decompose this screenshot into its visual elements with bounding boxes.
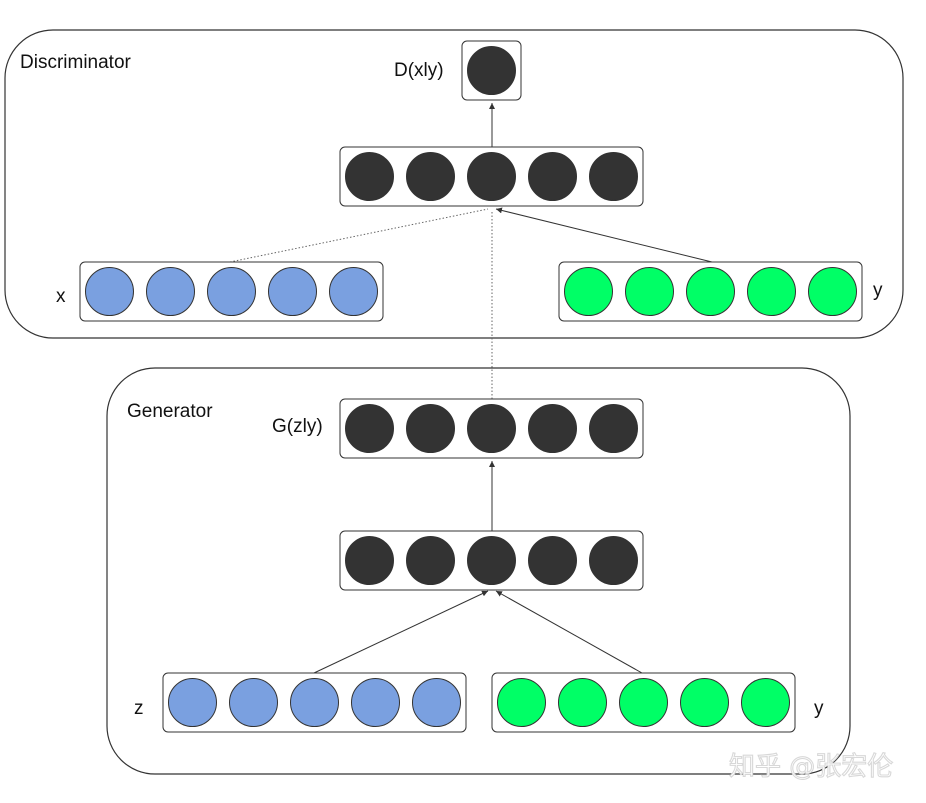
disc-y-node <box>747 267 796 316</box>
gen-z-node <box>412 678 461 727</box>
disc-x-node <box>146 267 195 316</box>
disc-x-node <box>85 267 134 316</box>
generator-y-input-layer <box>491 672 796 733</box>
discriminator-hidden-layer <box>339 146 644 207</box>
gen-y-node <box>497 678 546 727</box>
gen-z-to-hidden-arrow <box>313 590 489 674</box>
generator-hidden-layer <box>339 530 644 591</box>
discriminator-y-input-layer <box>558 261 863 322</box>
gen-z-node <box>351 678 400 727</box>
generator-z-input-layer <box>162 672 467 733</box>
gen-output-node <box>406 404 455 453</box>
gen-hidden-node <box>406 536 455 585</box>
gen-hidden-node <box>528 536 577 585</box>
disc-y-to-hidden-arrow <box>495 207 713 263</box>
disc-y-node <box>808 267 857 316</box>
gen-hidden-node <box>345 536 394 585</box>
disc-y-node <box>686 267 735 316</box>
disc-hidden-node <box>406 152 455 201</box>
disc-x-node <box>207 267 256 316</box>
gen-output-node <box>528 404 577 453</box>
disc-hidden-node <box>528 152 577 201</box>
gen-y-to-hidden-arrow <box>495 590 643 674</box>
generator-panel: Generator <box>106 367 851 775</box>
disc-x-node <box>329 267 378 316</box>
generator-y-label: y <box>814 698 824 719</box>
disc-hidden-node <box>345 152 394 201</box>
generator-output-layer <box>339 398 644 459</box>
disc-output-node <box>467 46 516 95</box>
disc-x-to-hidden-link <box>229 208 489 263</box>
gen-y-node <box>558 678 607 727</box>
generator-output-label: G(zly) <box>272 416 323 437</box>
discriminator-panel: Discriminator <box>4 29 904 339</box>
gen-hidden-node <box>467 536 516 585</box>
gen-y-node <box>680 678 729 727</box>
gen-hidden-node <box>589 536 638 585</box>
gen-output-node <box>345 404 394 453</box>
disc-y-node <box>625 267 674 316</box>
discriminator-x-input-layer <box>79 261 384 322</box>
discriminator-x-label: x <box>56 286 66 307</box>
gen-z-node <box>290 678 339 727</box>
gen-z-node <box>168 678 217 727</box>
disc-y-node <box>564 267 613 316</box>
discriminator-output-layer <box>461 40 522 101</box>
connectors <box>229 103 713 674</box>
discriminator-y-label: y <box>873 280 883 301</box>
disc-hidden-node <box>467 152 516 201</box>
gen-output-node <box>589 404 638 453</box>
gen-y-node <box>619 678 668 727</box>
disc-hidden-node <box>589 152 638 201</box>
discriminator-title: Discriminator <box>20 52 132 73</box>
gen-output-node <box>467 404 516 453</box>
generator-title: Generator <box>127 401 213 422</box>
gen-z-node <box>229 678 278 727</box>
discriminator-output-label: D(xly) <box>394 60 444 81</box>
disc-x-node <box>268 267 317 316</box>
gen-y-node <box>741 678 790 727</box>
generator-z-label: z <box>134 698 144 719</box>
watermark: 知乎 @张宏伦 <box>729 752 893 782</box>
